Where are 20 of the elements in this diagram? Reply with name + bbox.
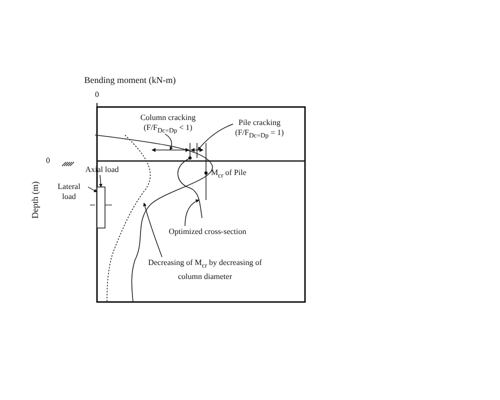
dimension-line [190,148,204,152]
moment-curve [177,158,202,218]
axis-tick-label: 0 [45,156,51,166]
point-label: M$_{cr}$ of Pile [211,168,248,182]
load-arrow [99,174,102,188]
axis-title: Depth (m) [30,180,40,221]
axis-title: Bending moment (kN-m) [83,75,177,85]
callout-text: Pile cracking (F/F$_{Dc=Dp}$ = 1) [232,118,287,142]
axis-tick-label: 0 [94,90,100,100]
pile-shape [96,186,106,228]
callout-text: Lateral load [50,182,88,202]
callout-text: Column cracking (F/F$_{Dc=Dp}$ < 1) [128,113,208,137]
leader-line [164,134,173,150]
leader-line [184,200,200,226]
dimension-line [152,148,190,152]
leader-line [198,124,234,150]
load-arrow [88,186,98,192]
leader-line [143,202,162,258]
callout-text: Decreasing of M$_{cr}$ by decreasing of column diameter [140,258,270,282]
callout-text: Optimized cross-section [160,227,255,237]
